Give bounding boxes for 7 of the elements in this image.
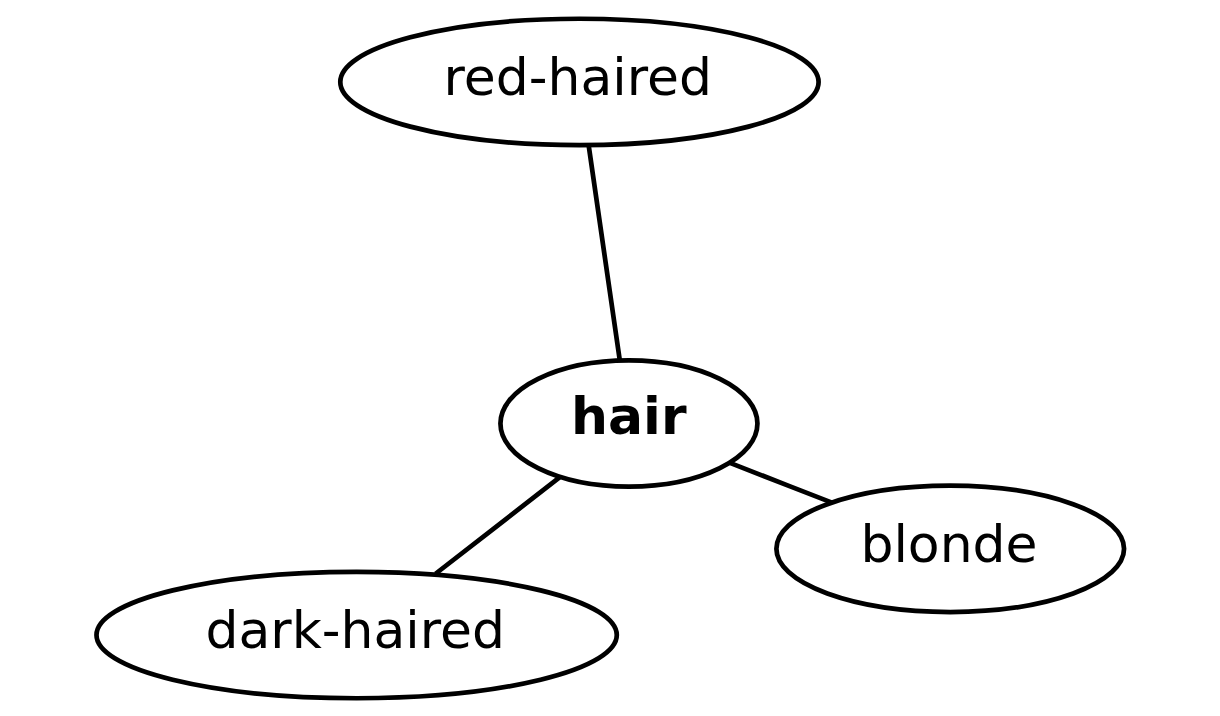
node-ellipse: blonde	[774, 482, 1127, 614]
node-ellipse: hair	[498, 357, 760, 489]
connector	[586, 145, 623, 360]
node-ellipse: red-haired	[337, 15, 821, 147]
connector	[729, 460, 833, 505]
node-ellipse: dark-haired	[94, 569, 620, 701]
connector	[434, 475, 561, 576]
